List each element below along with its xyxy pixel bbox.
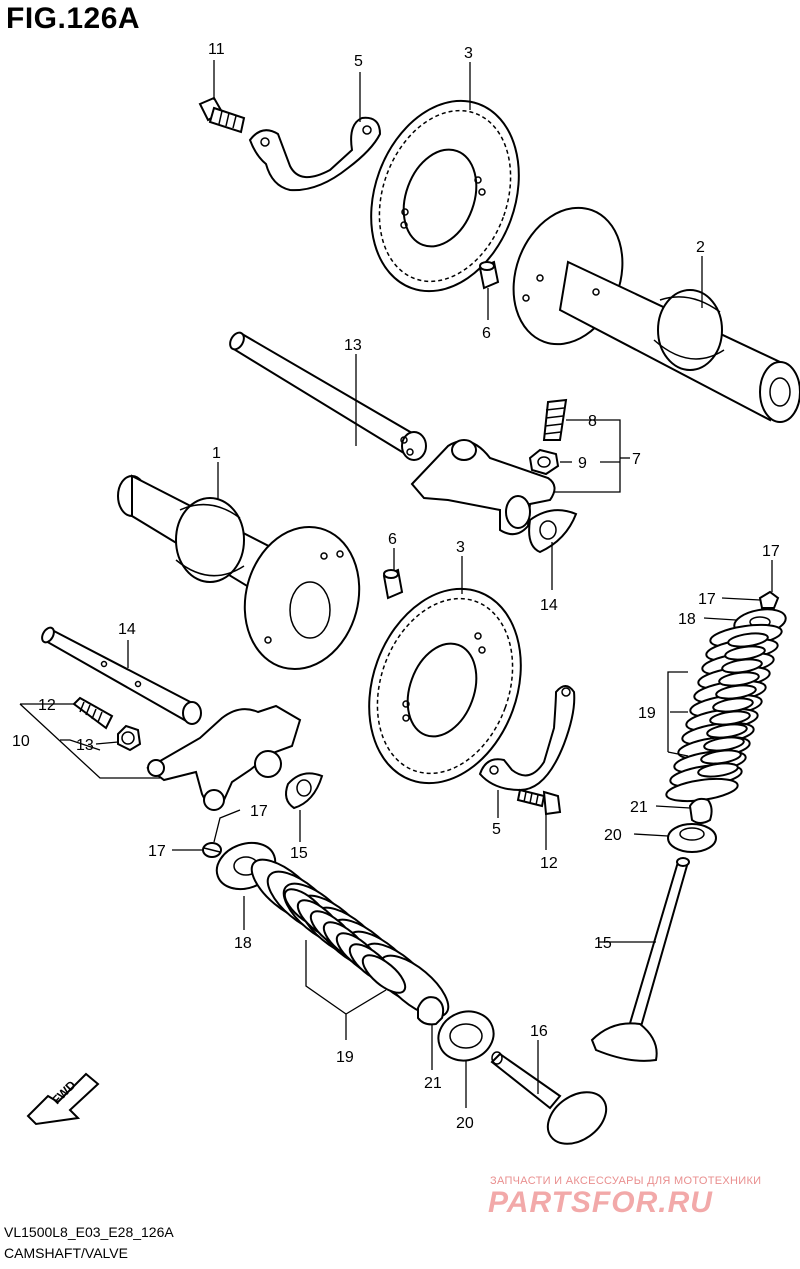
callout-19: 19 (638, 705, 656, 722)
bracket-4-top (248, 116, 382, 192)
callout-18: 18 (678, 611, 696, 628)
nut-12 (117, 724, 142, 752)
stem-seal-21-lower (417, 996, 445, 1026)
keeper-17-lower (202, 842, 222, 858)
callout-16: 16 (530, 1023, 548, 1040)
spring-coil (361, 954, 407, 994)
callout-1: 1 (212, 445, 221, 462)
callout-12: 13 (76, 737, 94, 754)
callout-20: 20 (604, 827, 622, 844)
valve-16 (490, 1051, 608, 1145)
callout-6: 12 (540, 855, 558, 872)
camshaft-2 (512, 206, 800, 423)
spring-coil (697, 762, 739, 778)
callout-labels: 11 5 3 6 2 13 8 9 7 1 6 3 14 17 17 18 14… (12, 41, 780, 1132)
callout-6: 11 (208, 41, 225, 58)
keeper-17-right (758, 590, 780, 609)
figure-code: VL1500L8_E03_E28_126A (4, 1224, 174, 1240)
springs-19-lower (250, 858, 450, 1018)
stem-seal-21-right (688, 797, 713, 824)
callout-17: 17 (250, 803, 268, 820)
callout-5: 6 (388, 531, 397, 548)
leader-lines (19, 60, 773, 1108)
callout-18: 18 (234, 935, 252, 952)
callout-14: 15 (290, 845, 308, 862)
callout-20: 20 (456, 1115, 474, 1132)
callout-3: 3 (456, 539, 465, 556)
callout-3: 3 (464, 45, 473, 62)
callout-21: 21 (424, 1075, 442, 1092)
bolt-6-middle (516, 788, 562, 816)
watermark-logo: PARTSFOR.RU (488, 1186, 713, 1219)
washer-14-lower (285, 772, 324, 810)
callout-10: 10 (12, 733, 30, 750)
springs-19-right (665, 623, 783, 803)
camshaft-1 (117, 474, 361, 671)
callout-2: 2 (696, 239, 705, 256)
callout-9: 9 (578, 455, 587, 472)
callout-17: 17 (698, 591, 716, 608)
figure-caption: CAMSHAFT/VALVE (4, 1245, 128, 1261)
gear-3-top (370, 99, 520, 293)
pin-5-top (478, 260, 500, 290)
callout-5: 6 (482, 325, 491, 342)
fwd-direction-icon: FWD (26, 1072, 100, 1126)
callout-7: 7 (632, 451, 641, 468)
bracket-4-middle (478, 685, 576, 792)
rocker-arm-7 (410, 439, 556, 536)
washer-14-top (528, 509, 578, 554)
callout-19: 19 (336, 1049, 354, 1066)
callout-17: 17 (148, 843, 166, 860)
nut-9 (528, 448, 560, 476)
callout-13: 13 (344, 337, 362, 354)
rocker-arm-10 (146, 704, 302, 811)
spring-seat-20-lower (437, 1010, 495, 1062)
callout-15: 15 (594, 935, 612, 952)
gear-3-middle (368, 587, 522, 785)
callout-13: 14 (118, 621, 136, 638)
callout-4: 5 (492, 821, 501, 838)
callout-14: 14 (540, 597, 558, 614)
spring-seat-20-right (667, 823, 717, 853)
callout-11: 12 (38, 697, 56, 714)
callout-4: 5 (354, 53, 363, 70)
watermark-tagline: ЗАПЧАСТИ И АКСЕССУАРЫ ДЛЯ МОТОТЕХНИКИ (490, 1175, 762, 1187)
adjust-screw-8 (542, 398, 568, 441)
callout-21: 21 (630, 799, 648, 816)
callout-17: 17 (762, 543, 780, 560)
figure-title: FIG.126A (6, 2, 141, 35)
bolt-6-top (198, 96, 246, 134)
valve-15 (590, 857, 690, 1062)
callout-8: 8 (588, 413, 597, 430)
rocker-shaft-13-top (229, 331, 427, 461)
pin-5-middle (382, 568, 404, 600)
adjust-screw-11 (72, 696, 114, 730)
rocker-shaft-13-lower (41, 626, 202, 725)
